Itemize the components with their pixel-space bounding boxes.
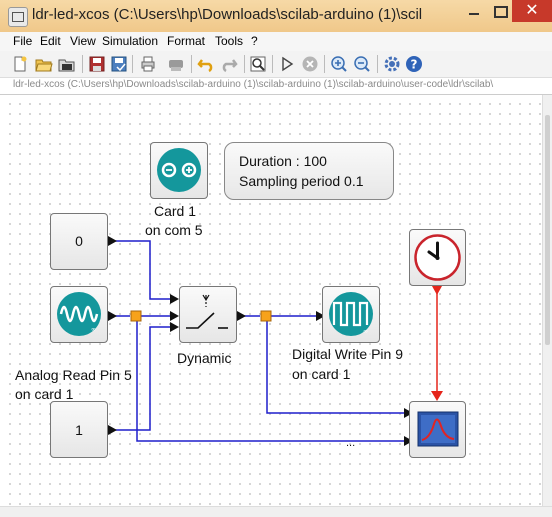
menu-help[interactable]: ?	[251, 34, 258, 48]
menu-file[interactable]: File	[13, 34, 33, 48]
horizontal-scrollbar[interactable]	[0, 506, 552, 517]
xcos-app-icon[interactable]	[8, 7, 28, 27]
stray-dots: ...	[346, 437, 356, 449]
help-icon[interactable]: ?	[405, 55, 423, 73]
constant-block-1[interactable]: 1	[50, 401, 108, 458]
svg-text:?: ?	[411, 58, 418, 72]
constant-value: 0	[75, 233, 83, 249]
file-path: ldr-led-xcos (C:\Users\hp\Downloads\scil…	[13, 79, 494, 90]
vertical-scroll-thumb[interactable]	[545, 115, 550, 345]
switch-icon	[186, 294, 228, 329]
card-com-label: on com 5	[145, 222, 203, 238]
start-icon[interactable]	[278, 55, 296, 73]
clock-icon	[414, 234, 461, 281]
save-icon[interactable]	[88, 55, 106, 73]
minimize-button[interactable]	[460, 0, 488, 22]
setup-icon[interactable]	[383, 55, 401, 73]
clock-block[interactable]	[409, 229, 466, 286]
scope-block[interactable]	[409, 401, 466, 458]
analog-wave-icon: ∞	[57, 292, 101, 336]
maximize-button[interactable]	[488, 0, 512, 22]
menu-simulation[interactable]: Simulation	[102, 34, 159, 48]
constant-block-0[interactable]: 0	[50, 213, 108, 270]
digital-pulse-icon: ∞	[329, 292, 373, 336]
toolbar: ?	[0, 51, 552, 78]
svg-text:∞: ∞	[363, 328, 368, 335]
constant-value: 1	[75, 422, 83, 438]
menu-tools[interactable]: Tools	[215, 34, 244, 48]
digital-write-block[interactable]: ∞	[322, 286, 380, 343]
zoom-out-icon[interactable]	[353, 55, 371, 73]
redo-icon[interactable]	[220, 55, 238, 73]
print-icon[interactable]	[139, 55, 157, 73]
undo-icon[interactable]	[197, 55, 215, 73]
scope-graph-icon	[417, 411, 459, 447]
duration-text: Duration : 100	[239, 153, 327, 169]
toolbar-separator	[132, 55, 133, 73]
analog-read-label: Analog Read Pin 5	[15, 367, 132, 383]
arduino-logo-icon	[157, 148, 201, 192]
zoom-in-icon[interactable]	[330, 55, 348, 73]
toolbar-separator	[82, 55, 83, 73]
window-title: ldr-led-xcos (C:\Users\hp\Downloads\scil…	[32, 6, 423, 23]
digital-write-label: Digital Write Pin 9	[292, 346, 404, 362]
save-as-icon[interactable]	[110, 55, 128, 73]
toolbar-separator	[244, 55, 245, 73]
dynamic-switch-block[interactable]	[179, 286, 237, 343]
analog-card-label: on card 1	[15, 386, 74, 402]
stop-icon[interactable]	[301, 55, 319, 73]
title-bar: ldr-led-xcos (C:\Users\hp\Downloads\scil…	[0, 0, 552, 33]
file-path-bar: ldr-led-xcos (C:\Users\hp\Downloads\scil…	[0, 78, 552, 95]
toolbar-separator	[191, 55, 192, 73]
open-in-scilab-icon[interactable]	[58, 55, 76, 73]
toolbar-separator	[324, 55, 325, 73]
switch-label: Dynamic	[177, 350, 232, 366]
open-icon[interactable]	[35, 55, 53, 73]
toolbar-separator	[377, 55, 378, 73]
arduino-setup-block[interactable]	[150, 142, 208, 199]
close-button[interactable]: ✕	[512, 0, 552, 22]
toolbar-separator	[272, 55, 273, 73]
sampling-period-text: Sampling period 0.1	[239, 173, 364, 189]
vertical-scrollbar[interactable]	[542, 95, 552, 506]
digital-card-label: on card 1	[292, 366, 351, 382]
menu-format[interactable]: Format	[167, 34, 206, 48]
simulation-params-block[interactable]: Duration : 100 Sampling period 0.1	[224, 142, 394, 200]
svg-text:∞: ∞	[91, 326, 96, 333]
menu-edit[interactable]: Edit	[40, 34, 61, 48]
export-icon[interactable]	[167, 55, 185, 73]
fit-diagram-icon[interactable]	[249, 55, 267, 73]
menu-view[interactable]: View	[70, 34, 96, 48]
new-diagram-icon[interactable]	[11, 55, 29, 73]
menu-bar: File Edit View Simulation Format Tools ?	[0, 32, 552, 51]
card-label: Card 1	[154, 203, 197, 219]
analog-read-block[interactable]: ∞	[50, 286, 108, 343]
